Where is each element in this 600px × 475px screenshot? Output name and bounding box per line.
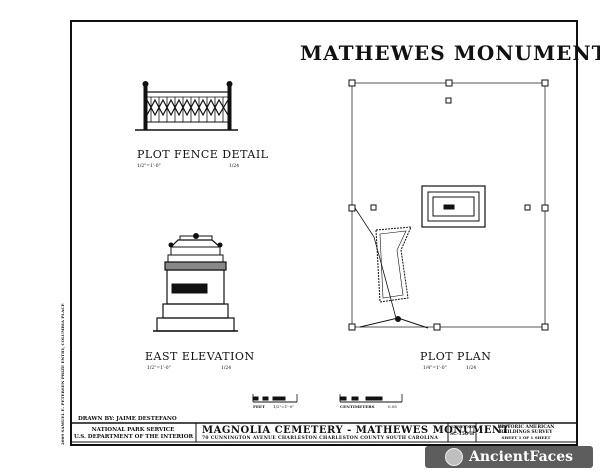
plot-plan-scale: 1/4"=1'-0" [423, 366, 447, 371]
habs-line-2: BUILDINGS SURVEY [499, 430, 553, 435]
east-elevation-sheet-ref: 1/24 [221, 366, 232, 371]
feet-scale-label: FEET [253, 404, 265, 409]
survey-number-label: SURVEY NO. [449, 425, 475, 429]
plot-fence-drawing [135, 81, 238, 131]
centimeters-scale-ratio: 0.05 [388, 404, 397, 409]
feet-scale-ratio: 1/2"=1'-0" [273, 404, 295, 409]
side-vertical-text: 2009 SAMUEL E. PETERSEN PRIZE ENTRY, COL… [60, 303, 65, 445]
survey-number: SC-156-H [449, 432, 475, 437]
plot-plan-label: PLOT PLAN [420, 350, 492, 363]
coin-logo-icon [445, 448, 463, 466]
feet-scale-bar [252, 394, 298, 403]
reproduction-credit-note: IF REPRODUCED, PLEASE CREDIT THE HISTORI… [200, 443, 456, 447]
watermark-text: AncientFaces [469, 449, 573, 465]
plot-fence-detail-label: PLOT FENCE DETAIL [137, 148, 269, 161]
drawing-title: MATHEWES MONUMENT [300, 41, 600, 65]
east-elevation-scale: 1/2"=1'-0" [147, 366, 171, 371]
drawn-by-credit: DRAWN BY: JAIME DESTEFANO [78, 416, 177, 422]
agency-line-1: NATIONAL PARK SERVICE [91, 427, 175, 433]
title-block-address: 70 CUNNINGTON AVENUE CHARLESTON CHARLEST… [202, 436, 439, 441]
east-elevation-label: EAST ELEVATION [145, 350, 255, 363]
title-block-lines [70, 422, 578, 443]
centimeters-scale-label: CENTIMETERS [340, 404, 375, 409]
agency-line-2: U.S. DEPARTMENT OF THE INTERIOR [74, 434, 194, 440]
sheet-count: SHEET 1 OF 1 SHEET [501, 435, 551, 440]
title-block-main-title: MAGNOLIA CEMETERY - MATHEWES MONUMENT [202, 425, 510, 436]
habs-line-1: HISTORIC AMERICAN [497, 425, 555, 430]
ancientfaces-watermark: AncientFaces [425, 446, 593, 468]
drawing-sheet-border [70, 20, 578, 446]
plot-fence-sheet-ref: 1/24 [229, 164, 240, 169]
plot-plan-sheet-ref: 1/24 [466, 366, 477, 371]
cm-scale-bar [339, 394, 403, 403]
plot-plan-drawing [348, 79, 549, 331]
plot-fence-scale: 1/2"=1'-0" [137, 164, 161, 169]
east-elevation-drawing [153, 233, 238, 332]
